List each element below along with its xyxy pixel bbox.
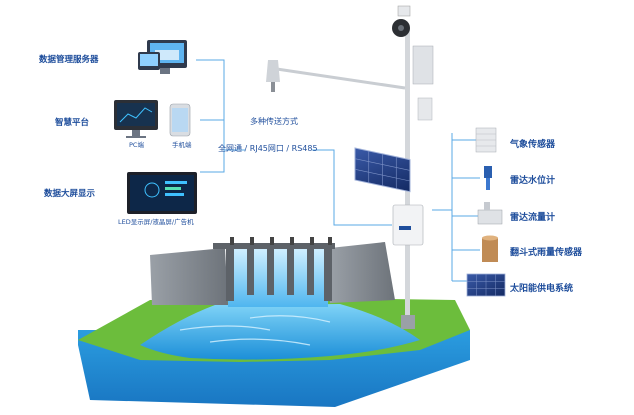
solar-panel-icon <box>466 273 506 297</box>
river-water <box>140 304 420 360</box>
big-screen-icon <box>127 172 197 214</box>
sensor-label: 气象传感器 <box>510 140 556 150</box>
radar-flow-icon <box>477 202 503 225</box>
sensor-label: 雷达流量计 <box>510 213 556 223</box>
dam-pillar <box>247 243 254 295</box>
radar-level-icon <box>484 166 492 190</box>
pc-caption: PC端 <box>129 141 144 149</box>
server-label: 数据管理服务器 <box>39 55 99 65</box>
bigscreen-caption: LED显示屏/液晶屏/广告机 <box>118 218 194 226</box>
phone-icon <box>169 103 191 137</box>
control-box <box>392 204 424 246</box>
weather-sensor-icon <box>475 127 497 153</box>
pc-monitor-icon <box>114 100 158 138</box>
dam-left-wing <box>150 248 228 305</box>
radar-sensor-head <box>266 60 280 82</box>
camera-mount <box>397 5 411 17</box>
bigscreen-label: 数据大屏显示 <box>44 189 96 199</box>
dam-pillar <box>267 243 274 295</box>
sensor-label: 翻斗式雨量传感器 <box>510 248 583 258</box>
transmission-methods: 全网通 / RJ45网口 / RS485 <box>218 144 318 153</box>
weather-enclosure <box>412 45 434 85</box>
sensor-label: 雷达水位计 <box>510 176 556 186</box>
dam-pillar <box>324 243 332 301</box>
transmission-title: 多种传送方式 <box>250 117 298 126</box>
dam-right-wing <box>330 242 395 303</box>
landscape <box>78 237 470 407</box>
dam-pillar <box>226 243 234 301</box>
phone-caption: 手机端 <box>172 141 192 149</box>
rain-gauge-icon <box>482 235 498 262</box>
platform-label: 智慧平台 <box>55 118 90 128</box>
sensor-label: 太阳能供电系统 <box>510 284 574 294</box>
dam-pillar <box>287 243 294 295</box>
monitoring-pole <box>266 5 434 329</box>
dam-pillar <box>307 243 314 295</box>
connector-lines <box>196 59 480 282</box>
server-monitors-icon <box>138 40 187 74</box>
solar-panel <box>354 147 411 193</box>
